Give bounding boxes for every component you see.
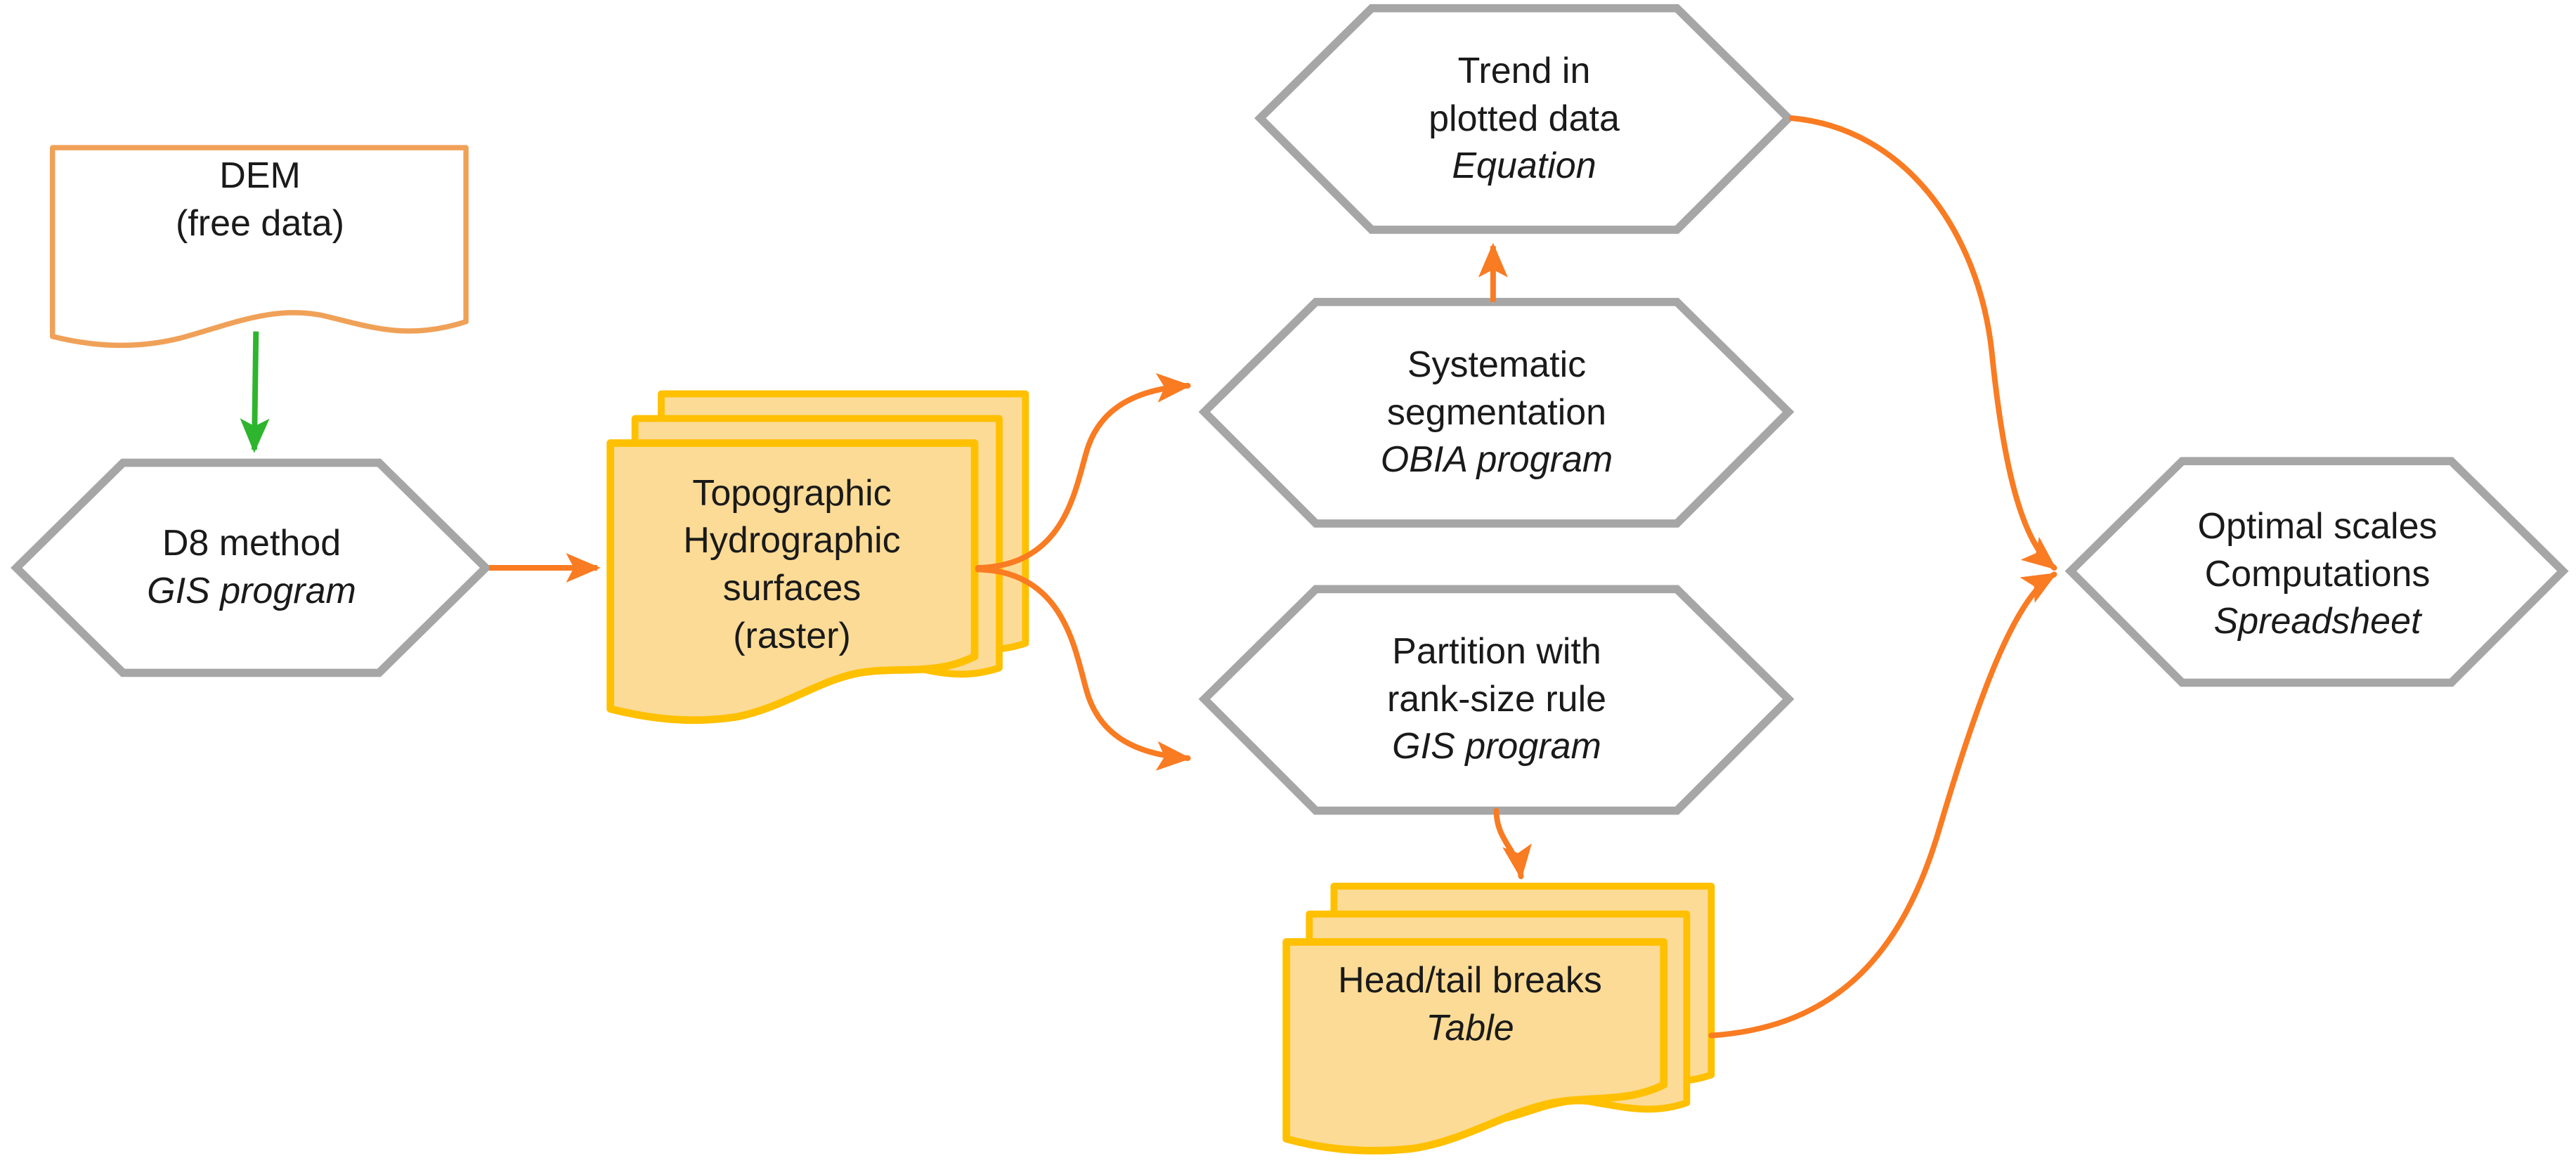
systematic-segmentation-shape[interactable] — [1198, 297, 1795, 528]
dem-shape[interactable] — [49, 145, 469, 349]
trend-in-plotted-data-node[interactable] — [1260, 8, 1788, 230]
trend-in-plotted-data-shape[interactable] — [1254, 4, 1795, 234]
connector-raster-to-segmentation — [975, 372, 1192, 571]
connector-raster-to-partition — [975, 566, 1192, 771]
partition-with-rank-size-rule-node[interactable] — [1204, 589, 1789, 810]
connector-dem-to-d8 — [240, 331, 270, 453]
optimal-scales-shape[interactable] — [2064, 457, 2569, 687]
optimal-scales-computations-node[interactable] — [2071, 461, 2563, 682]
dem-node[interactable] — [52, 148, 467, 351]
d8-method-node[interactable] — [16, 462, 487, 673]
head-tail-breaks-shape[interactable] — [1282, 883, 1715, 1155]
systematic-segmentation-node[interactable] — [1204, 302, 1789, 524]
connector-partition-to-head-tail — [1493, 807, 1532, 880]
partition-rank-size-shape[interactable] — [1198, 585, 1795, 815]
topographic-hydrographic-surfaces-node[interactable] — [610, 394, 1024, 718]
connector-head-tail-to-optimal-scales — [1708, 571, 2057, 1039]
connector-trend-to-optimal-scales — [1788, 115, 2057, 571]
d8-method-shape[interactable] — [11, 458, 492, 677]
head-tail-breaks-node[interactable] — [1286, 885, 1712, 1154]
topographic-raster-shape[interactable] — [606, 390, 1029, 725]
